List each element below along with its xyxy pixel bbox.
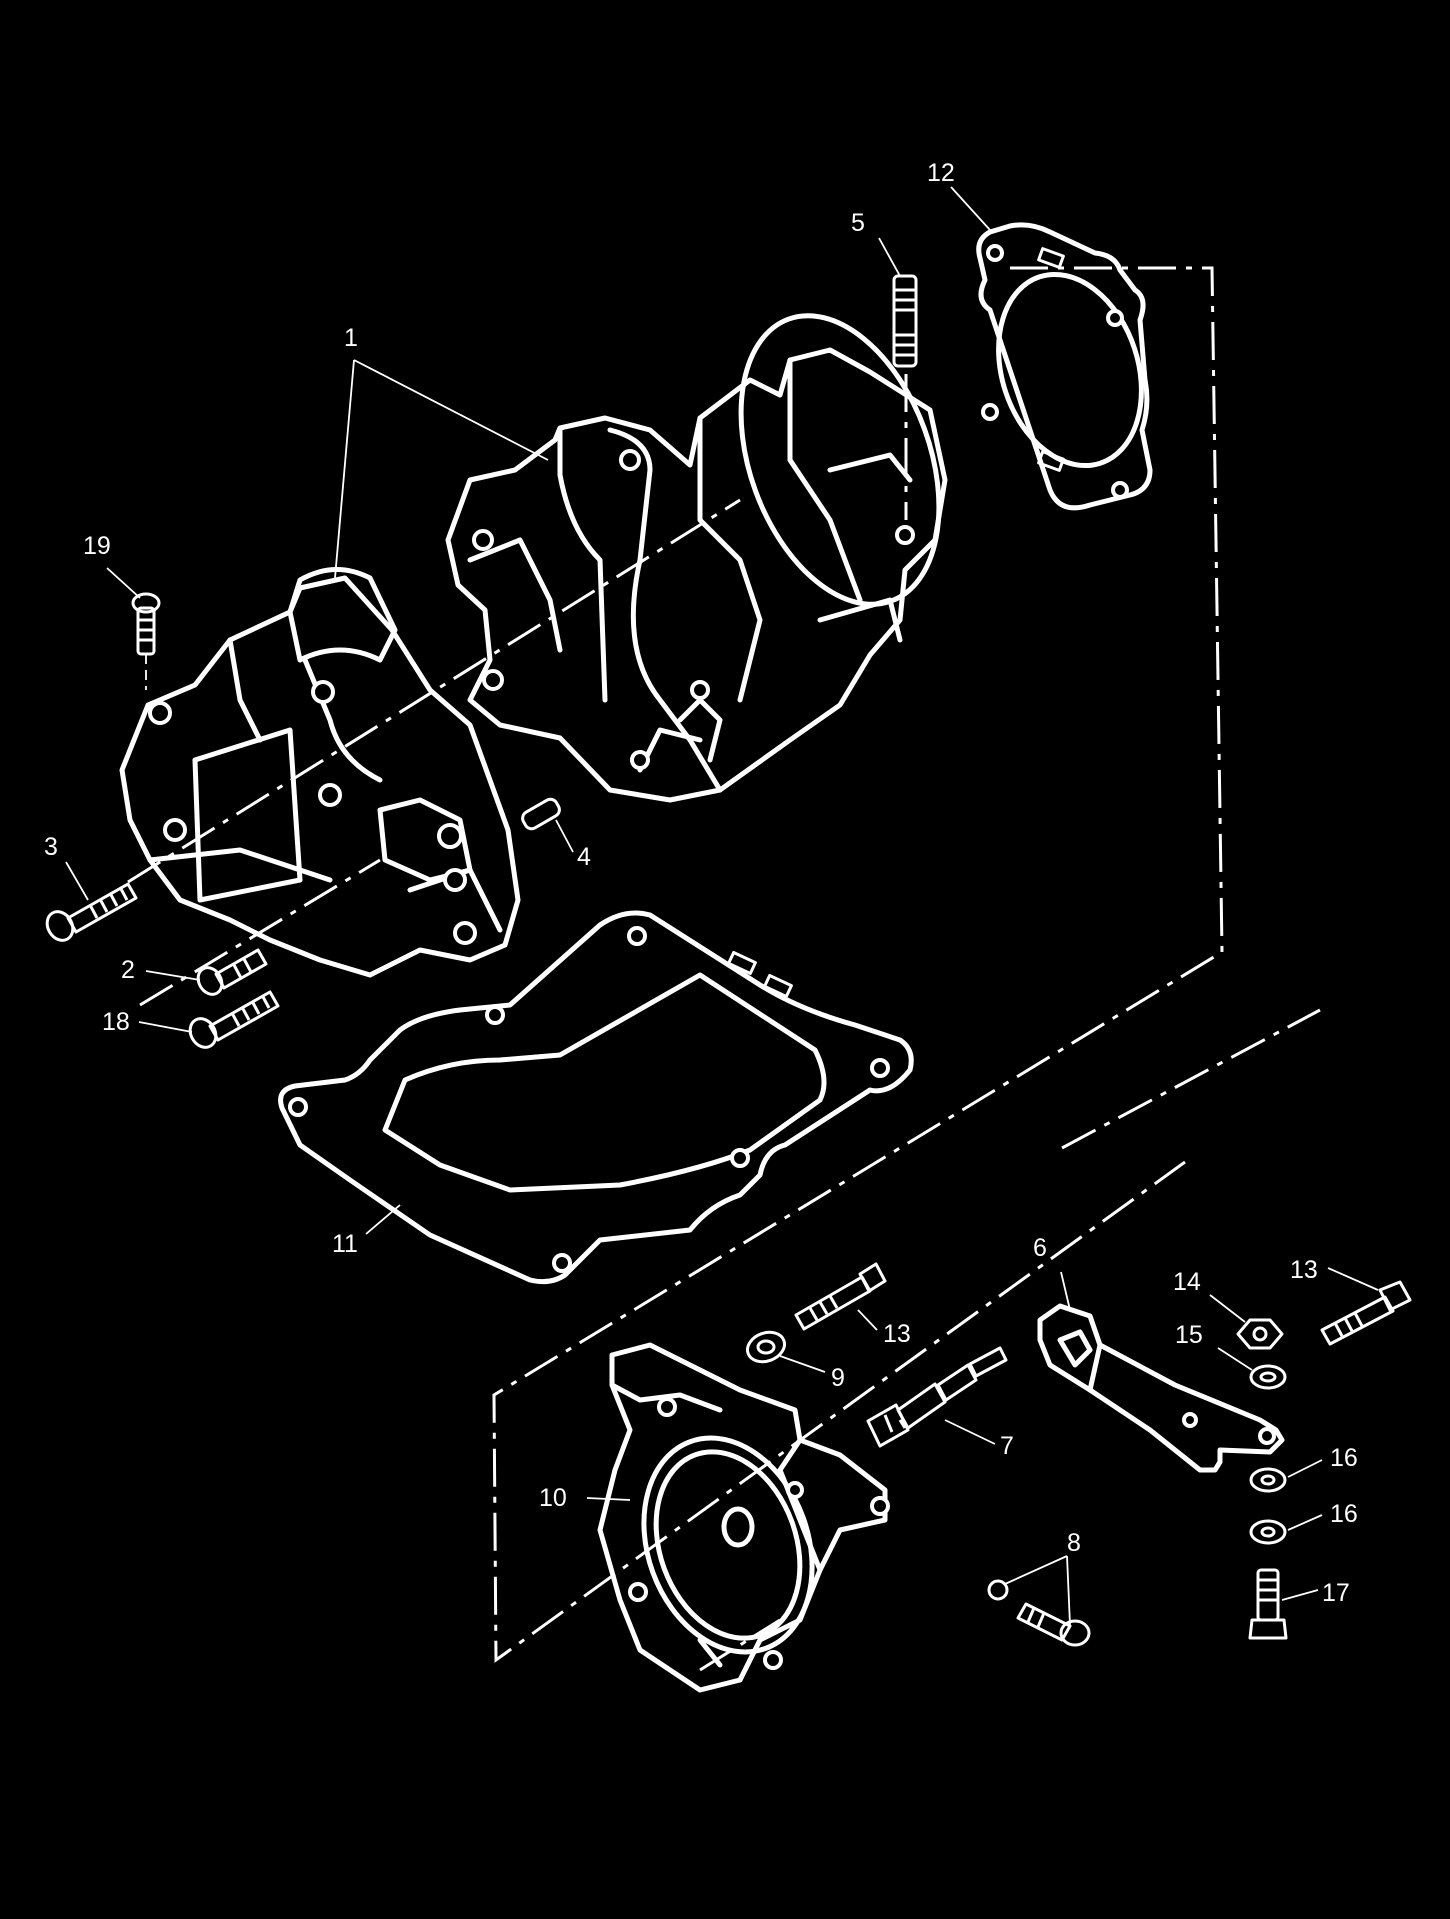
callout-10: 10 <box>539 1484 567 1512</box>
stud-part-5 <box>892 274 918 368</box>
nut-part-14 <box>1236 1318 1284 1350</box>
callout-14: 14 <box>1173 1268 1201 1296</box>
callout-16-upper: 16 <box>1330 1444 1358 1472</box>
washer-part-16-lower <box>1249 1519 1287 1545</box>
callout-4: 4 <box>577 843 591 871</box>
callout-5: 5 <box>851 209 865 237</box>
callout-2: 2 <box>121 956 135 984</box>
washer-part-9 <box>746 1330 786 1364</box>
intake-housing-part-1 <box>119 567 521 978</box>
screw-part-3 <box>45 882 138 942</box>
head-gasket-part-12 <box>976 222 1153 511</box>
callout-9: 9 <box>831 1364 845 1392</box>
callout-15: 15 <box>1175 1321 1203 1349</box>
screw-part-18 <box>188 990 280 1049</box>
callout-16-lower: 16 <box>1330 1500 1358 1528</box>
bolt-part-8 <box>987 1579 1091 1647</box>
temp-sensor-part-7 <box>866 1346 1008 1448</box>
callout-labels: 1 2 3 4 5 6 7 8 9 10 11 12 13 13 14 15 1… <box>44 159 1358 1607</box>
assembly-centerlines <box>127 266 1321 1672</box>
callout-13-right: 13 <box>1290 1256 1318 1284</box>
bolt-part-17 <box>1248 1568 1288 1640</box>
callout-17: 17 <box>1322 1579 1350 1607</box>
leader-lines <box>65 186 1379 1626</box>
bolt-part-13-upper <box>794 1262 887 1331</box>
end-cover-part-10 <box>597 1342 890 1693</box>
callout-12: 12 <box>927 159 955 187</box>
screw-part-19 <box>131 592 161 690</box>
callout-18: 18 <box>102 1008 130 1036</box>
callout-6: 6 <box>1033 1234 1047 1262</box>
washer-part-16-upper <box>1249 1467 1287 1493</box>
screw-part-2 <box>196 948 268 996</box>
callout-3: 3 <box>44 833 58 861</box>
dowel-pin-part-4 <box>521 797 561 831</box>
lockwasher-part-15 <box>1249 1364 1287 1390</box>
callout-13-upper: 13 <box>883 1320 911 1348</box>
base-gasket-part-11 <box>278 910 914 1285</box>
callout-19: 19 <box>83 532 111 560</box>
bracket-part-6 <box>1037 1303 1285 1473</box>
cylinder-block-part-1 <box>445 313 948 803</box>
callout-11: 11 <box>332 1230 358 1258</box>
callout-7: 7 <box>1000 1432 1014 1460</box>
callout-1: 1 <box>344 324 358 352</box>
callout-8: 8 <box>1067 1529 1081 1557</box>
bolt-part-13-right <box>1320 1280 1412 1346</box>
